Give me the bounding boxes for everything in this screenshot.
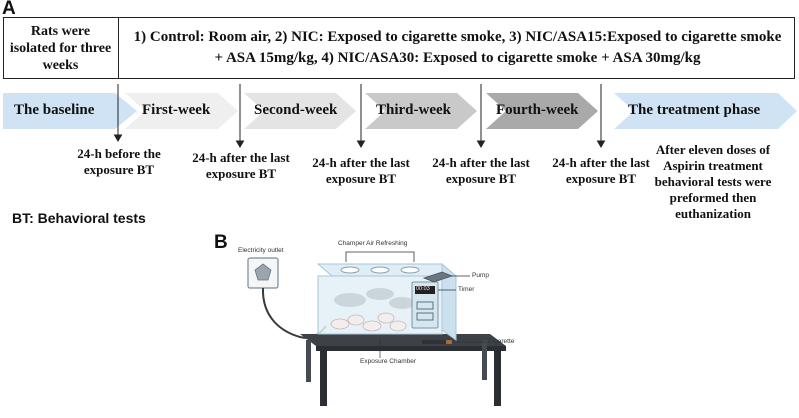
phase-arrow-week2 (244, 93, 356, 129)
phase-label-treatment: The treatment phase (628, 102, 761, 118)
table-top (300, 334, 506, 346)
timer-screen (415, 286, 435, 294)
rat (377, 312, 395, 324)
rat (330, 318, 350, 330)
panel-a-letter: A (2, 0, 16, 19)
pump-label: Pump (472, 272, 489, 279)
smoke-cloud (334, 293, 366, 307)
phase-arrow-treatment (614, 93, 797, 129)
panel-button-bottom (416, 312, 434, 321)
table-leg-front-left (320, 351, 327, 406)
air-refresh-label: Champer Air Refreshing (338, 240, 408, 247)
note-week4: 24-h after the last exposure BT (552, 155, 650, 186)
cigarette (422, 340, 446, 344)
pointer-head-5 (596, 140, 606, 148)
timer-label: Timer (458, 286, 475, 293)
pointer-head-2 (235, 140, 245, 148)
note-week1: 24-h after the last exposure BT (192, 150, 290, 181)
chamber-label: Exposure Chamber (360, 358, 416, 365)
legend-bt: BT: Behavioral tests (12, 210, 146, 226)
timer-display: 00:03 (416, 286, 430, 292)
phase-label-week2: Second-week (254, 102, 338, 118)
phase-label-week4: Fourth-week (496, 102, 579, 118)
cigarette-filter (446, 340, 452, 344)
air-vent (370, 266, 390, 274)
phase-arrow-baseline (3, 93, 137, 129)
pointer-head-3 (356, 140, 366, 148)
note-treatment: After eleven doses of Aspirin treatment … (654, 142, 772, 221)
note-week3: 24-h after the last exposure BT (432, 155, 530, 186)
phase-arrow-week1 (125, 93, 238, 129)
rat (389, 320, 407, 332)
panel-b-letter: B (214, 232, 228, 253)
panel-button-top (416, 301, 434, 310)
air-label-bracket (345, 251, 415, 262)
phase-arrow-week3 (365, 93, 477, 129)
rat (362, 320, 382, 332)
outlet-label: Electricity outlet (238, 247, 284, 254)
note-week2: 24-h after the last exposure BT (312, 155, 410, 186)
group-header-box (3, 17, 795, 79)
phase-label-week3: Third-week (376, 102, 451, 118)
group-description: 1) Control: Room air, 2) NIC: Exposed to… (133, 29, 782, 66)
cigarette-label: Cigarette (488, 338, 515, 345)
table-leg-back-left (306, 340, 311, 382)
rat (347, 314, 365, 326)
power-cable (261, 287, 327, 339)
smoke-cloud (389, 297, 415, 309)
isolation-note: Rats were isolated for three weeks (3, 17, 119, 79)
air-vent (400, 266, 420, 274)
note-baseline: 24-h before the exposure BT (77, 146, 161, 177)
table-leg-back-right (482, 340, 487, 380)
phase-label-baseline: The baseline (14, 102, 95, 118)
phase-arrow-week4 (486, 93, 598, 129)
table-leg-front-right (494, 351, 501, 406)
air-vent (340, 266, 360, 274)
pointer-head-4 (476, 140, 486, 148)
smoke-cloud (366, 288, 394, 300)
phase-label-week1: First-week (142, 102, 211, 118)
pointer-head-1 (113, 134, 123, 142)
table-front-edge (316, 346, 506, 351)
outlet-socket (254, 263, 272, 281)
